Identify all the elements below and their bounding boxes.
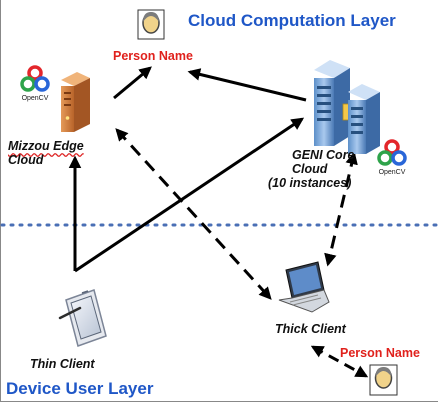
core-cloud-label: GENI Core Cloud (10 instances) [268, 148, 355, 190]
edge-cloud-label-line2: Cloud [8, 153, 44, 167]
arrow-edge-thick-dashed [115, 128, 272, 300]
device-layer-title: Device User Layer [6, 379, 154, 398]
person-avatar-icon [369, 364, 398, 396]
arrow-core-thick-dashed [324, 151, 358, 267]
server-rack-icon [314, 60, 380, 154]
core-cloud-label-line2: Cloud [292, 162, 328, 176]
core-cloud-label-line3: (10 instances) [268, 176, 352, 190]
edge-cloud-label: Mizzou Edge Cloud [8, 139, 84, 167]
tablet-icon [58, 289, 107, 347]
laptop-icon [278, 261, 330, 313]
person-avatar-icon [137, 9, 165, 40]
opencv-logo-icon: OpenCV [377, 139, 407, 176]
thick-client-label: Thick Client [275, 322, 346, 336]
arrow-core-to-person [187, 68, 307, 102]
edge-cloud-label-line1: Mizzou Edge [8, 139, 84, 153]
core-cloud-label-line1: GENI Core [292, 148, 355, 162]
thin-client-label: Thin Client [30, 357, 95, 371]
arrow-edge-to-person [113, 66, 152, 100]
person-name-label-top: Person Name [113, 49, 193, 63]
svg-text:OpenCV: OpenCV [379, 169, 406, 176]
arrow-thin-to-core [74, 117, 305, 273]
person-name-label-bottom: Person Name [340, 346, 420, 360]
arrow-thick-person-dashed [310, 345, 369, 378]
svg-text:OpenCV: OpenCV [22, 95, 49, 102]
cloud-layer-title: Cloud Computation Layer [188, 11, 396, 30]
edge-server-icon [61, 72, 90, 132]
opencv-logo-icon: OpenCV [20, 65, 50, 102]
